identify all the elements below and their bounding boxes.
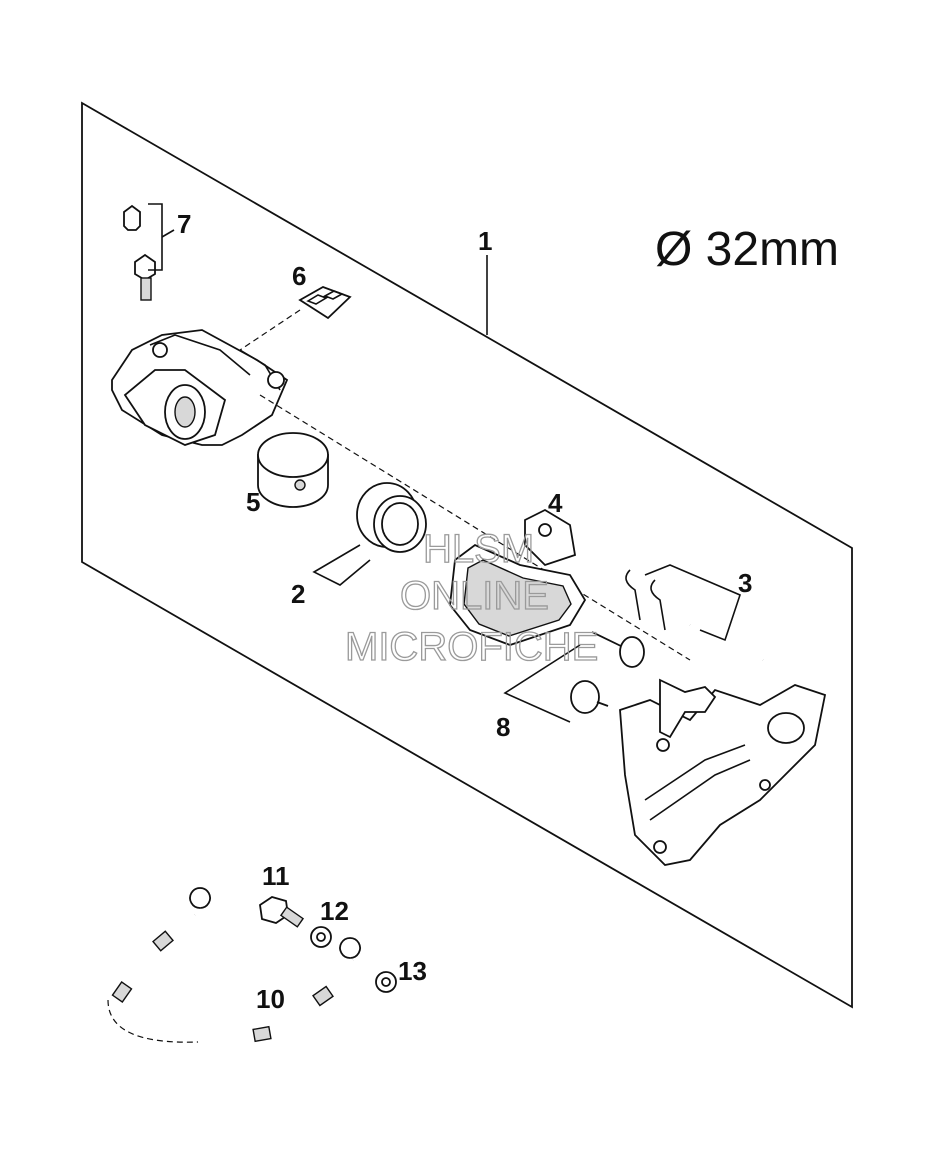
brake-hose-part (107, 887, 361, 1044)
callout-7: 7 (177, 209, 191, 239)
caliper-bracket (619, 678, 827, 866)
callout-8: 8 (496, 712, 510, 742)
callout-6: 6 (292, 261, 306, 291)
callout-5: 5 (246, 487, 260, 517)
callout-12: 12 (320, 896, 349, 926)
diameter-label: Ø 32mm (655, 223, 839, 276)
brake-pads-part (449, 508, 587, 646)
svg-text:MICROFICHE: MICROFICHE (345, 625, 598, 669)
pad-pin-and-clips (625, 564, 764, 662)
callout-4: 4 (548, 488, 563, 518)
callout-2: 2 (291, 579, 305, 609)
washer-13-part (375, 971, 397, 993)
callout-13: 13 (398, 956, 427, 986)
watermark: HLSM ONLINE MICROFICHE (344, 526, 599, 669)
callout-11: 11 (262, 861, 290, 891)
piston-part (257, 432, 329, 508)
svg-text:ONLINE: ONLINE (400, 574, 549, 618)
washer-12-part (310, 926, 332, 948)
banjo-bolt-part (259, 896, 305, 928)
callout-10: 10 (256, 984, 285, 1014)
callout-1: 1 (478, 226, 492, 256)
seal-rings-part (312, 482, 427, 586)
caliper-body (111, 329, 691, 661)
guide-bolts-part (503, 631, 645, 723)
bleed-screw-part (123, 203, 175, 301)
anti-rattle-plate (239, 286, 352, 351)
svg-text:HLSM: HLSM (423, 527, 534, 571)
callout-3: 3 (738, 568, 752, 598)
